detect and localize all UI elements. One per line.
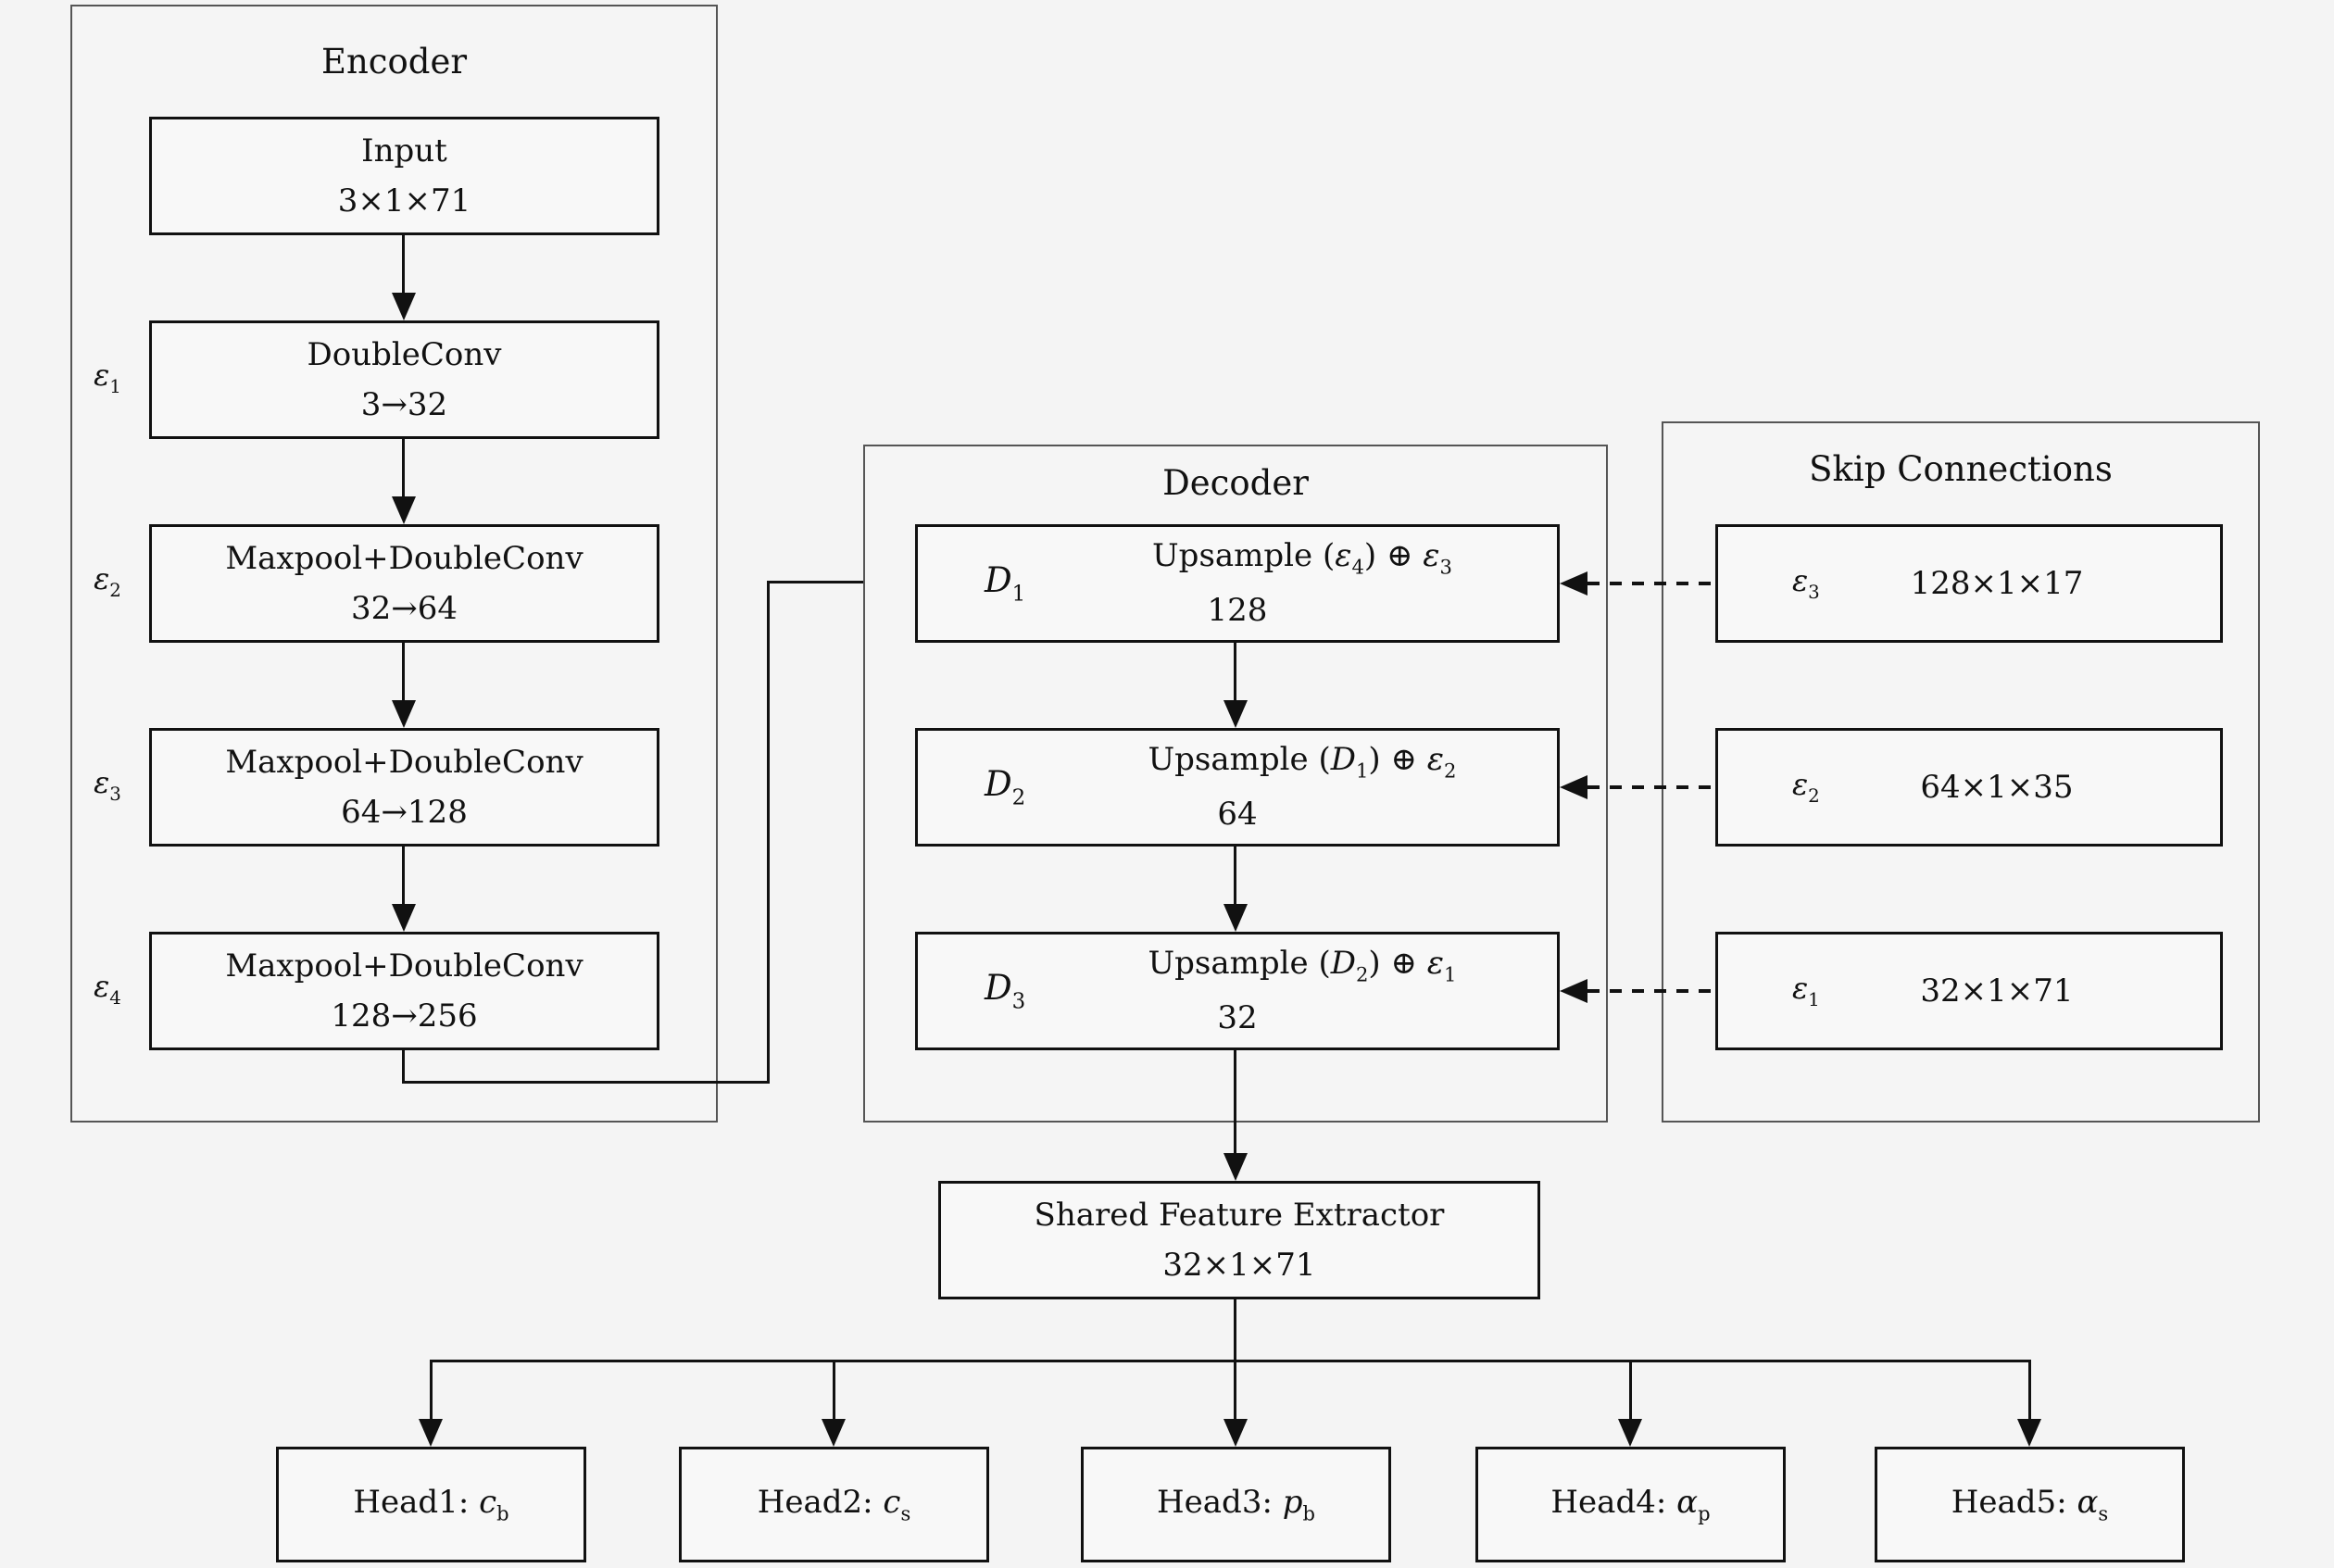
skip-box-e3-tag: ε3 bbox=[1792, 563, 1820, 604]
arrowhead-down-icon bbox=[392, 293, 416, 320]
shared-feature-extractor-dims: 32×1×71 bbox=[1162, 1247, 1316, 1284]
arrowhead-down-icon bbox=[1223, 1419, 1248, 1447]
encoder-label-e2: ε2 bbox=[94, 561, 121, 601]
skip-box-e1: ε1 32×1×71 bbox=[1715, 932, 2223, 1050]
encoder-label-e1: ε1 bbox=[94, 358, 121, 397]
head-2-label: Head2: cs bbox=[757, 1484, 911, 1525]
decoder-block-1-op: Upsample (ε4) ⊕ ε3 bbox=[1152, 537, 1452, 579]
head-box-1: Head1: cb bbox=[276, 1447, 586, 1562]
arrowhead-left-icon bbox=[1560, 571, 1587, 596]
feed-connector-drop bbox=[402, 1050, 405, 1084]
shared-feature-extractor-box: Shared Feature Extractor 32×1×71 bbox=[938, 1181, 1540, 1299]
decoder-block-3-channels: 32 bbox=[1217, 999, 1258, 1037]
skip-dashed-connector-1 bbox=[1587, 582, 1715, 585]
skip-box-e1-tag: ε1 bbox=[1792, 971, 1820, 1011]
encoder-block-4-channels: 128→256 bbox=[331, 997, 478, 1035]
decoder-block-1: D1 Upsample (ε4) ⊕ ε3 128 bbox=[915, 524, 1560, 643]
encoder-label-e4: ε4 bbox=[94, 969, 121, 1009]
encoder-connector-4 bbox=[402, 847, 405, 904]
skip-dashed-connector-3 bbox=[1587, 989, 1715, 993]
encoder-block-1-op: DoubleConv bbox=[307, 335, 502, 373]
encoder-block-4-op: Maxpool+DoubleConv bbox=[225, 947, 584, 985]
encoder-block-2: Maxpool+DoubleConv 32→64 bbox=[149, 524, 659, 643]
decoder-connector-1 bbox=[1234, 643, 1236, 700]
encoder-block-3: Maxpool+DoubleConv 64→128 bbox=[149, 728, 659, 847]
skip-box-e3: ε3 128×1×17 bbox=[1715, 524, 2223, 643]
branch-drop-4 bbox=[1629, 1361, 1632, 1419]
decoder-block-1-channels: 128 bbox=[1207, 592, 1268, 630]
head-1-label: Head1: cb bbox=[353, 1484, 509, 1525]
head-5-label: Head5: αs bbox=[1951, 1484, 2109, 1525]
encoder-block-3-op: Maxpool+DoubleConv bbox=[225, 743, 584, 781]
arrowhead-down-icon bbox=[392, 904, 416, 932]
skip-box-e2-tag: ε2 bbox=[1792, 767, 1820, 808]
arrowhead-left-icon bbox=[1560, 979, 1587, 1003]
feed-connector-top bbox=[767, 581, 887, 583]
encoder-block-1: DoubleConv 3→32 bbox=[149, 320, 659, 439]
head-4-label: Head4: αp bbox=[1550, 1484, 1711, 1525]
head-box-2: Head2: cs bbox=[679, 1447, 989, 1562]
head-box-5: Head5: αs bbox=[1875, 1447, 2185, 1562]
encoder-connector-2 bbox=[402, 439, 405, 496]
head-box-4: Head4: αp bbox=[1475, 1447, 1786, 1562]
branch-drop-2 bbox=[833, 1361, 835, 1419]
arrowhead-left-icon bbox=[1560, 775, 1587, 799]
skip-box-e2: ε2 64×1×35 bbox=[1715, 728, 2223, 847]
skip-dashed-connector-2 bbox=[1587, 785, 1715, 789]
arrowhead-down-icon bbox=[1223, 700, 1248, 728]
encoder-label-e3: ε3 bbox=[94, 765, 121, 805]
arrowhead-down-icon bbox=[392, 700, 416, 728]
branch-drop-3 bbox=[1234, 1361, 1236, 1419]
arrowhead-down-icon bbox=[419, 1419, 443, 1447]
encoder-connector-3 bbox=[402, 643, 405, 700]
branch-drop-5 bbox=[2028, 1361, 2031, 1419]
encoder-connector-1 bbox=[402, 235, 405, 293]
branch-horizontal-connector bbox=[430, 1360, 2031, 1362]
head-box-3: Head3: pb bbox=[1081, 1447, 1391, 1562]
branch-drop-1 bbox=[430, 1361, 433, 1419]
skip-box-e3-dims: 128×1×17 bbox=[1910, 564, 2084, 602]
feed-connector-rise bbox=[767, 581, 770, 1084]
arrowhead-down-icon bbox=[1223, 904, 1248, 932]
input-label: Input bbox=[361, 132, 447, 169]
arrowhead-down-icon bbox=[1618, 1419, 1642, 1447]
skip-box-e2-dims: 64×1×35 bbox=[1920, 768, 2074, 806]
feed-connector-bottom bbox=[402, 1081, 770, 1084]
arrowhead-down-icon bbox=[2017, 1419, 2041, 1447]
decoder-to-shared-connector bbox=[1234, 1050, 1236, 1153]
decoder-block-3-op: Upsample (D2) ⊕ ε1 bbox=[1148, 945, 1457, 986]
encoder-block-3-channels: 64→128 bbox=[341, 794, 468, 831]
decoder-block-2-op: Upsample (D1) ⊕ ε2 bbox=[1148, 741, 1457, 783]
input-dims: 3×1×71 bbox=[337, 182, 471, 220]
encoder-block-4: Maxpool+DoubleConv 128→256 bbox=[149, 932, 659, 1050]
encoder-title: Encoder bbox=[320, 42, 468, 82]
skip-box-e1-dims: 32×1×71 bbox=[1920, 972, 2074, 1010]
shared-feature-extractor-title: Shared Feature Extractor bbox=[1034, 1196, 1445, 1234]
encoder-block-2-op: Maxpool+DoubleConv bbox=[225, 539, 584, 577]
arrowhead-down-icon bbox=[392, 496, 416, 524]
shared-to-branch-connector bbox=[1234, 1299, 1236, 1362]
skip-connections-title: Skip Connections bbox=[1809, 449, 2113, 489]
head-3-label: Head3: pb bbox=[1157, 1484, 1315, 1525]
decoder-block-2-tag: D2 bbox=[985, 764, 1026, 810]
decoder-block-2-channels: 64 bbox=[1217, 796, 1258, 834]
encoder-block-1-channels: 3→32 bbox=[360, 386, 448, 423]
decoder-block-3: D3 Upsample (D2) ⊕ ε1 32 bbox=[915, 932, 1560, 1050]
encoder-block-2-channels: 32→64 bbox=[350, 590, 458, 627]
decoder-block-1-tag: D1 bbox=[985, 560, 1026, 607]
input-box: Input 3×1×71 bbox=[149, 117, 659, 235]
decoder-block-2: D2 Upsample (D1) ⊕ ε2 64 bbox=[915, 728, 1560, 847]
decoder-title: Decoder bbox=[1162, 463, 1309, 503]
decoder-block-3-tag: D3 bbox=[985, 968, 1026, 1014]
decoder-connector-2 bbox=[1234, 847, 1236, 904]
arrowhead-down-icon bbox=[822, 1419, 846, 1447]
arrowhead-down-icon bbox=[1223, 1153, 1248, 1181]
